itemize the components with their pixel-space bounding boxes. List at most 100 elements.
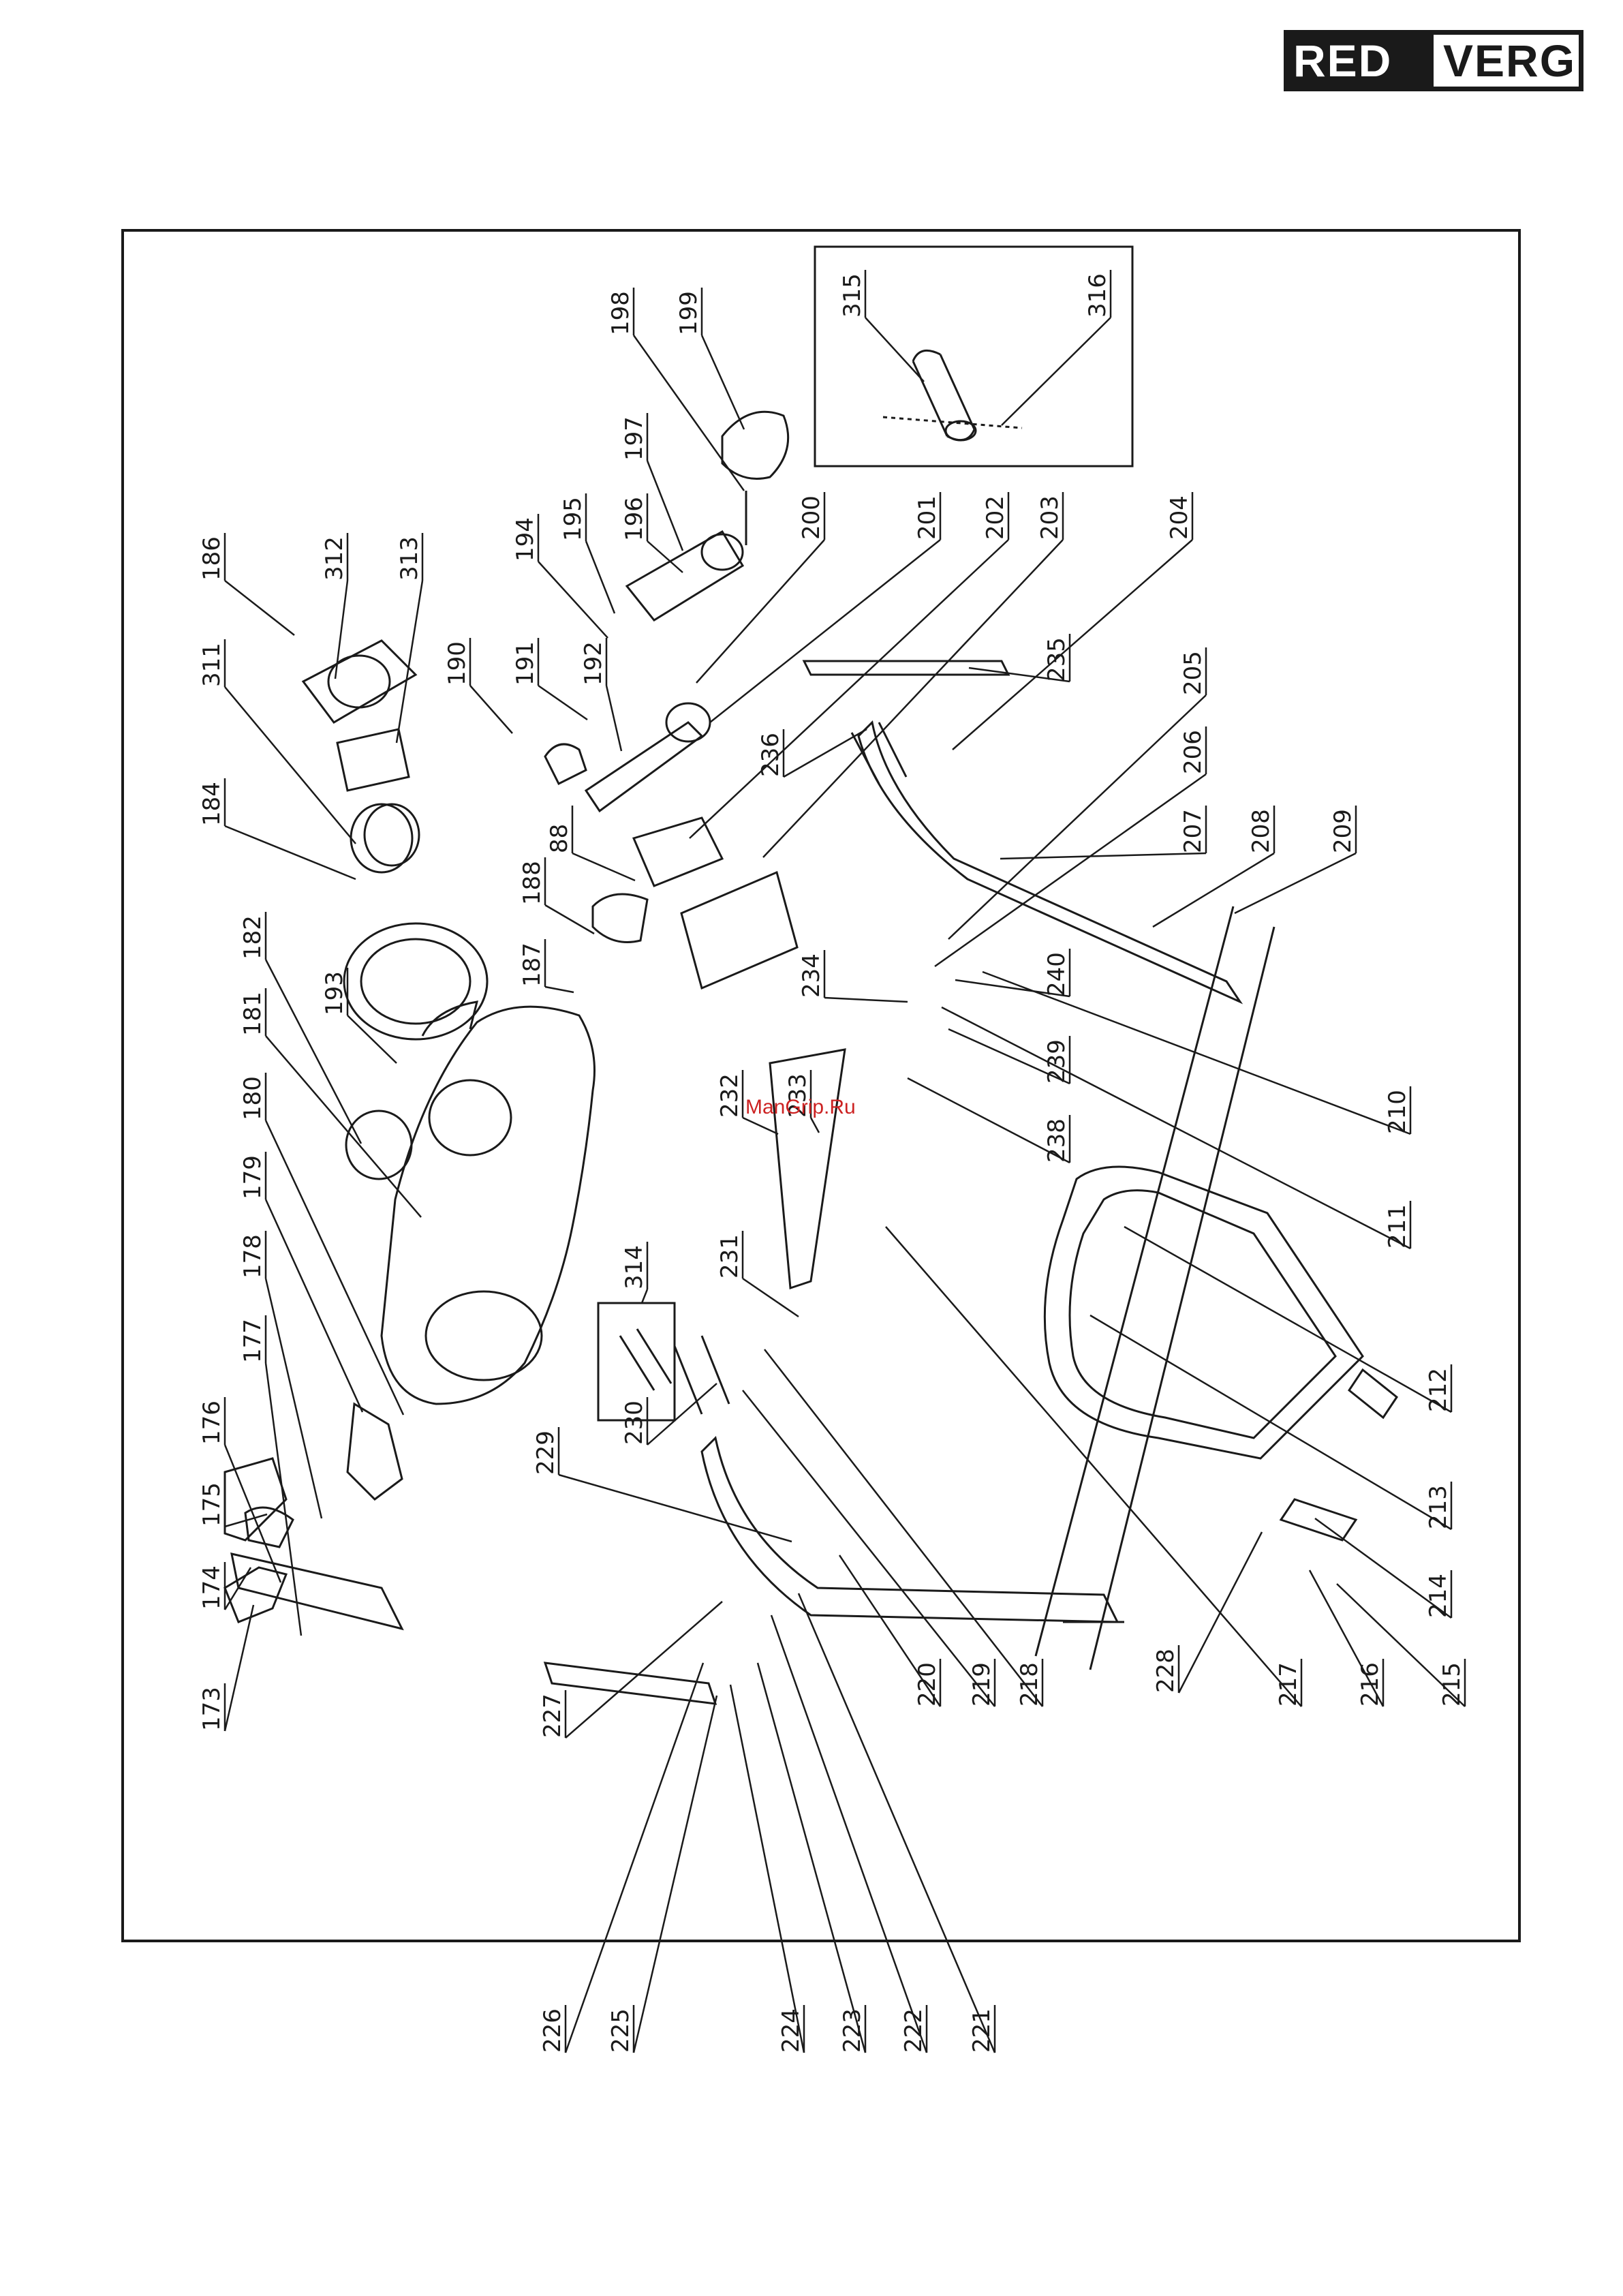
part-shapes — [223, 245, 1399, 1705]
callout-label-176: 176 — [198, 1400, 226, 1445]
leader-235 — [968, 667, 1070, 683]
inset-box — [814, 245, 1134, 468]
callout-label-218: 218 — [1016, 1662, 1043, 1706]
filter-ring — [343, 922, 489, 1041]
leader-223 — [756, 1662, 867, 2053]
leader-234 — [824, 996, 908, 1003]
rail-226 — [543, 1662, 717, 1705]
callout-label-235: 235 — [1043, 637, 1070, 682]
callout-label-175: 175 — [198, 1482, 226, 1527]
callout-label-206: 206 — [1179, 730, 1207, 774]
leader-240 — [955, 979, 1070, 998]
callout-label-227: 227 — [539, 1694, 566, 1738]
callout-label-184: 184 — [198, 782, 226, 826]
callout-label-216: 216 — [1357, 1662, 1384, 1706]
leader-174 — [223, 1567, 252, 1610]
plate-174 — [230, 1552, 404, 1631]
callout-label-217: 217 — [1275, 1662, 1302, 1706]
leader-203 — [762, 539, 1064, 858]
callout-label-202: 202 — [982, 495, 1009, 540]
leader-233 — [809, 1117, 820, 1133]
inset-label-316: 316 — [1084, 273, 1111, 318]
diagram-frame — [121, 229, 1521, 1942]
callout-label-229: 229 — [532, 1430, 559, 1475]
callout-label-209: 209 — [1329, 809, 1357, 853]
leader-224 — [729, 1684, 805, 2053]
leader-198 — [632, 335, 745, 491]
filter-ring-inner — [360, 938, 472, 1025]
leader-205 — [948, 694, 1207, 940]
callout-label-179: 179 — [239, 1155, 266, 1199]
leader-232 — [742, 1116, 779, 1135]
callout-label-223: 223 — [839, 2008, 866, 2053]
leader-188 — [544, 904, 595, 935]
callout-label-238: 238 — [1043, 1118, 1070, 1163]
lamp-311-face — [363, 803, 420, 867]
callout-label-194: 194 — [512, 517, 539, 562]
callout-label-192: 192 — [580, 641, 607, 686]
bracket-197 — [625, 530, 745, 622]
callout-label-88: 88 — [546, 824, 573, 853]
callout-label-191: 191 — [512, 641, 539, 686]
leader-219 — [742, 1390, 995, 1707]
bracket-214 — [1279, 1498, 1358, 1542]
leader-177 — [264, 1362, 303, 1636]
callout-label-239: 239 — [1043, 1039, 1070, 1084]
leader-182 — [264, 959, 362, 1144]
callout-label-313: 313 — [396, 536, 423, 581]
leader-210 — [982, 970, 1411, 1135]
leader-213 — [1089, 1314, 1452, 1531]
leader-209 — [1234, 852, 1357, 915]
leader-200 — [696, 539, 825, 684]
leader-311 — [224, 686, 356, 844]
leader-lines — [223, 270, 1466, 2053]
callout-label-311: 311 — [198, 643, 226, 687]
callout-label-181: 181 — [239, 992, 266, 1036]
leader-193 — [347, 1015, 397, 1064]
callout-label-195: 195 — [559, 497, 587, 541]
leader-220 — [838, 1555, 942, 1707]
callout-label-199: 199 — [675, 291, 702, 335]
leader-197 — [646, 460, 684, 551]
leader-221 — [797, 1593, 996, 2053]
plate-312-hole — [327, 654, 391, 709]
chute-178 — [346, 1402, 403, 1501]
leader-192 — [605, 685, 623, 752]
callout-label-222: 222 — [900, 2008, 927, 2053]
callout-label-200: 200 — [798, 495, 825, 540]
leader-229 — [558, 1473, 792, 1543]
callout-label-208: 208 — [1248, 809, 1275, 853]
leader-190 — [469, 685, 513, 734]
handle-bar-left-219 — [700, 1435, 1119, 1623]
callout-label-234: 234 — [798, 953, 825, 998]
leader-316 — [1001, 317, 1111, 426]
bracket-88 — [632, 816, 724, 887]
rail-235 — [802, 660, 1010, 676]
callout-label-201: 201 — [914, 495, 941, 540]
callout-label-177: 177 — [239, 1319, 266, 1363]
leader-228 — [1177, 1531, 1263, 1694]
cap-199 — [721, 410, 790, 480]
leader-218 — [764, 1349, 1043, 1707]
leader-181 — [265, 1035, 422, 1218]
ring-182 — [345, 1109, 413, 1180]
inset-sleeve-end — [944, 420, 977, 442]
leader-176 — [223, 1444, 282, 1583]
brand-logo: RED VERG — [1284, 30, 1583, 91]
callout-label-205: 205 — [1179, 651, 1207, 695]
shoe-173 — [223, 1566, 288, 1623]
leader-206 — [934, 773, 1207, 968]
leader-214 — [1314, 1517, 1452, 1619]
callout-label-186: 186 — [198, 536, 226, 581]
callout-label-182: 182 — [239, 915, 266, 960]
leader-315 — [865, 317, 925, 382]
grip-right-236 — [850, 722, 908, 784]
callout-label-213: 213 — [1425, 1485, 1452, 1529]
bracket-212 — [1347, 1368, 1399, 1420]
callout-label-210: 210 — [1384, 1090, 1411, 1134]
leader-225 — [632, 1695, 718, 2053]
callout-label-197: 197 — [621, 416, 648, 461]
leader-187 — [544, 985, 574, 994]
inset-sleeve — [912, 349, 976, 442]
